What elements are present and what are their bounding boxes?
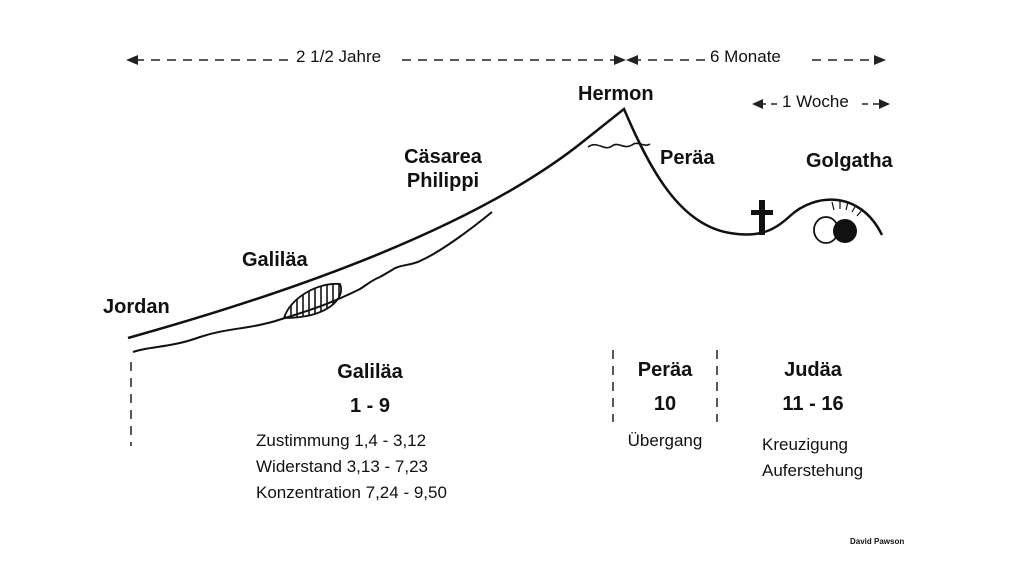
section-galilaea-region: Galiläa (337, 361, 403, 383)
arrowhead-left (126, 55, 138, 65)
mountain-lower-ridge (132, 211, 493, 353)
place-hermon: Hermon (578, 83, 654, 105)
timeline-label-months: 6 Monate (710, 47, 781, 66)
tomb-rays (831, 201, 863, 217)
arrowhead-mid-left (614, 55, 626, 65)
timeline-label-week: 1 Woche (782, 92, 849, 111)
place-golgatha: Golgatha (806, 150, 893, 172)
place-galilaea: Galiläa (242, 249, 308, 271)
note-kreuzigung: Kreuzigung (762, 435, 849, 454)
place-caesarea-line2: Philippi (406, 170, 480, 192)
arrowhead-right (874, 55, 886, 65)
section-peraea-chapters: 10 (653, 393, 677, 415)
section-judaea-notes: Kreuzigung Auferstehung (762, 432, 863, 484)
section-judaea-region: Judäa (784, 359, 842, 381)
section-galilaea-notes: Zustimmung 1,4 - 3,12 Widerstand 3,13 - … (256, 428, 447, 506)
cross-icon (751, 200, 773, 235)
timeline-arrowheads (126, 55, 890, 109)
credit-author: David Pawson (850, 537, 905, 546)
note-uebergang: Übergang (627, 431, 703, 450)
tomb-stone (833, 219, 857, 243)
arrowhead-week-left (752, 99, 763, 109)
place-caesarea-philippi: Cäsarea Philippi (388, 145, 498, 193)
place-jordan: Jordan (103, 296, 170, 318)
note-zustimmung: Zustimmung 1,4 - 3,12 (256, 431, 427, 450)
section-peraea-notes: Übergang (612, 428, 718, 454)
arrowhead-week-right (879, 99, 890, 109)
section-peraea-region: Peräa (637, 359, 693, 381)
timeline-label-years: 2 1/2 Jahre (296, 47, 382, 66)
arrowhead-mid-right (626, 55, 638, 65)
place-peraea: Peräa (660, 147, 715, 169)
note-widerstand: Widerstand 3,13 - 7,23 (256, 457, 428, 476)
snow-cap-line (587, 142, 651, 149)
section-galilaea-chapters: 1 - 9 (349, 395, 391, 417)
place-caesarea-line1: Cäsarea (404, 146, 482, 168)
tomb-icon (813, 216, 857, 244)
note-auferstehung: Auferstehung (762, 461, 864, 480)
note-konzentration: Konzentration 7,24 - 9,50 (256, 483, 447, 502)
mountain-path (127, 107, 884, 340)
sea-of-galilee (282, 283, 342, 319)
section-judaea-chapters: 11 - 16 (782, 393, 844, 415)
